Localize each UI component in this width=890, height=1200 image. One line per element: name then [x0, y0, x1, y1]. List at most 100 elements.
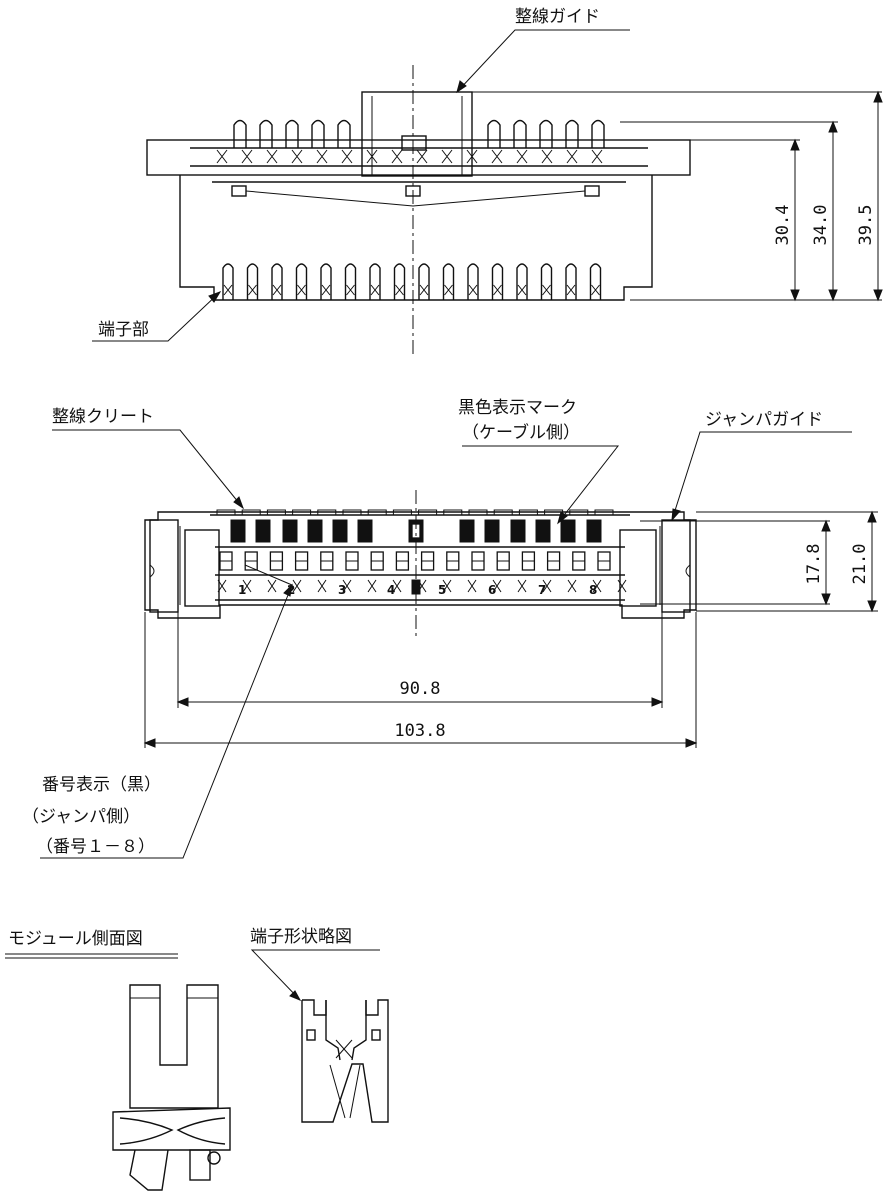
- black-mark: [230, 519, 246, 543]
- rail-cross: [416, 149, 428, 164]
- lower-finger-cross: [542, 284, 551, 296]
- cleat-top: [292, 509, 312, 515]
- rail-cross: [216, 149, 228, 164]
- lower-finger: [369, 263, 381, 300]
- rail-cross: [241, 149, 253, 164]
- pair-number-6: 6: [488, 583, 496, 597]
- lower-finger: [589, 263, 602, 300]
- black-mark: [535, 519, 551, 543]
- number-display-cells: [217, 523, 627, 595]
- cell-cross: [617, 579, 627, 593]
- cell-cross: [317, 579, 327, 593]
- cell-cross: [467, 579, 477, 593]
- label-number-range: （番号１－８）: [36, 837, 155, 857]
- black-marks-cable-side: [216, 509, 614, 543]
- rail-cross: [316, 149, 328, 164]
- rail-cross: [291, 149, 303, 164]
- cleat-top: [468, 509, 488, 515]
- cell-cross: [217, 579, 227, 593]
- lower-finger: [222, 263, 234, 300]
- upper-finger: [513, 119, 527, 148]
- upper-finger: [539, 119, 553, 148]
- pair-number-4: 4: [387, 583, 395, 597]
- lower-finger: [467, 263, 479, 300]
- dimension-34-0: 34.0: [811, 205, 831, 246]
- lower-finger-cross: [346, 284, 355, 296]
- cleat-top: [317, 509, 337, 515]
- lower-finger-cross: [370, 284, 380, 296]
- label-cable-side: （ケーブル側）: [462, 422, 580, 443]
- lower-finger: [491, 263, 504, 300]
- lower-finger-cross: [419, 284, 429, 296]
- label-wire-cleat: 整線クリート: [52, 407, 154, 427]
- lower-finger: [320, 263, 332, 300]
- rail-cross: [516, 149, 528, 164]
- terminal-shape-sketch: 端子形状略図: [250, 927, 389, 1123]
- lower-finger-cross: [297, 284, 306, 296]
- lower-terminal-fingers: [222, 263, 602, 300]
- label-black-mark: 黒色表示マーク: [458, 398, 577, 418]
- black-mark: [332, 519, 348, 543]
- upper-finger: [337, 119, 351, 148]
- dimension-30-4: 30.4: [773, 205, 793, 246]
- cell-cross: [292, 579, 302, 593]
- lower-finger-cross: [493, 284, 502, 296]
- black-mark: [307, 519, 323, 543]
- module-side-view: モジュール側面図: [5, 929, 231, 1191]
- cleat-top: [518, 509, 538, 515]
- label-terminal-part: 端子部: [98, 320, 149, 340]
- lower-finger: [516, 263, 528, 300]
- pair-number-1: 1: [238, 583, 246, 597]
- rail-cross: [266, 149, 278, 164]
- cleat-top: [342, 509, 362, 515]
- cleat-top: [443, 509, 463, 515]
- dimension-17-8: 17.8: [804, 544, 824, 585]
- cleat-top: [594, 509, 614, 515]
- rail-cross: [541, 149, 553, 164]
- lower-finger: [442, 263, 455, 300]
- rail-cross: [466, 149, 478, 164]
- lower-finger-cross: [566, 284, 576, 296]
- label-number-display: 番号表示（黒）: [42, 775, 161, 795]
- lower-finger-cross: [468, 284, 478, 296]
- rail-markings: [216, 149, 603, 164]
- black-mark: [560, 519, 576, 543]
- rail-cross: [391, 149, 403, 164]
- cell-cross: [592, 579, 602, 593]
- middle-clips: [219, 551, 611, 571]
- top-view: 30.4 34.0 39.5 整線ガイド 端子部: [92, 7, 883, 358]
- label-module-side-view: モジュール側面図: [8, 929, 143, 949]
- cleat-top: [241, 509, 261, 515]
- cleat-top: [216, 509, 236, 515]
- cell-cross: [567, 579, 577, 593]
- pair-number-5: 5: [438, 583, 446, 597]
- upper-finger: [285, 119, 299, 148]
- cleat-top: [418, 509, 438, 515]
- lower-finger-cross: [395, 284, 404, 296]
- cell-cross: [392, 579, 402, 593]
- lower-finger: [246, 263, 259, 300]
- pair-number-7: 7: [538, 583, 546, 597]
- cell-cross: [242, 579, 252, 593]
- upper-finger: [591, 119, 605, 148]
- rail-cross: [366, 149, 378, 164]
- black-mark: [282, 519, 298, 543]
- cell-cross: [542, 579, 552, 593]
- black-mark: [510, 519, 526, 543]
- lower-finger-cross: [591, 284, 600, 296]
- cleat-top: [569, 509, 589, 515]
- upper-terminal-fingers: [233, 119, 605, 148]
- cleat-top: [266, 509, 286, 515]
- dimension-90-8: 90.8: [400, 679, 441, 699]
- black-mark: [459, 519, 475, 543]
- rail-cross: [341, 149, 353, 164]
- rail-cross: [491, 149, 503, 164]
- lower-finger-cross: [321, 284, 331, 296]
- lower-finger-cross: [272, 284, 282, 296]
- lower-finger: [344, 263, 357, 300]
- cleat-top: [367, 509, 387, 515]
- cell-cross: [367, 579, 377, 593]
- dimension-21-0: 21.0: [850, 544, 870, 585]
- rail-cross: [591, 149, 603, 164]
